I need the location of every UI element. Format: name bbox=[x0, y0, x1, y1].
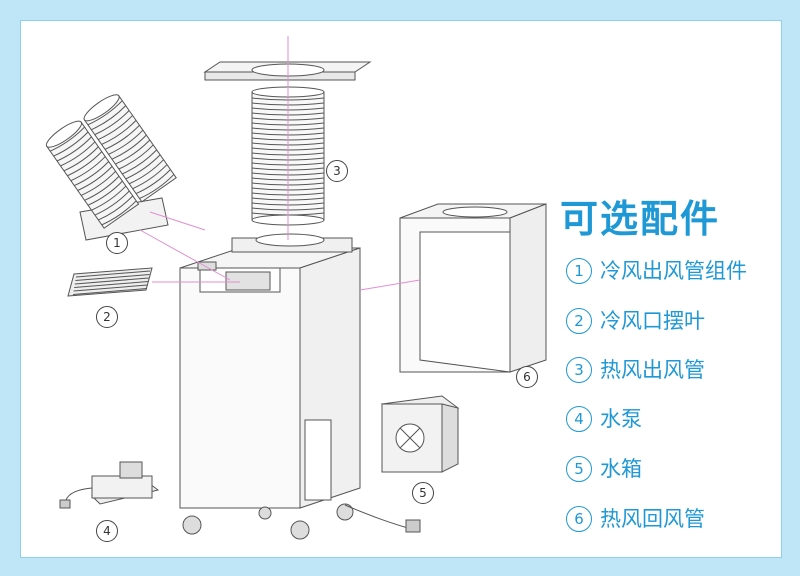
hose-rib bbox=[132, 164, 168, 190]
accessory-item-5: 5 水箱 bbox=[566, 453, 642, 483]
accessory-item-3: 3 热风出风管 bbox=[566, 354, 705, 384]
callout-6: 6 bbox=[516, 366, 538, 388]
item-number: 2 bbox=[566, 308, 592, 334]
leader-lines bbox=[139, 36, 421, 291]
hose-rib bbox=[122, 149, 158, 175]
callout-3: 3 bbox=[326, 160, 348, 182]
item-label: 热风回风管 bbox=[600, 507, 705, 531]
hose-rib bbox=[118, 144, 154, 170]
hose-rib bbox=[63, 146, 99, 172]
louver-slat bbox=[74, 281, 149, 288]
item-label: 冷风口摆叶 bbox=[600, 309, 705, 333]
accessory-item-1: 1 冷风出风管组件 bbox=[566, 255, 747, 285]
hose-rib bbox=[60, 141, 96, 167]
hose-rib bbox=[115, 139, 151, 165]
callout-1: 1 bbox=[106, 232, 128, 254]
accessory-item-4: 4 水泵 bbox=[566, 403, 642, 433]
return-duct bbox=[399, 203, 547, 373]
hose-rib bbox=[91, 185, 127, 211]
item-number: 4 bbox=[566, 406, 592, 432]
accessory-item-6: 6 热风回风管 bbox=[566, 503, 705, 533]
hose-rib bbox=[104, 124, 140, 150]
water-tank bbox=[380, 395, 460, 473]
hose-rib bbox=[128, 159, 164, 185]
hose-rib bbox=[91, 105, 127, 131]
hose-rib bbox=[67, 151, 103, 177]
hose-rib bbox=[139, 174, 175, 199]
hose-rib bbox=[84, 175, 120, 201]
louver-grille bbox=[67, 267, 153, 297]
hose-rib bbox=[97, 115, 133, 140]
item-label: 水箱 bbox=[600, 457, 642, 481]
louver-slat bbox=[74, 277, 149, 285]
hose-rib bbox=[49, 126, 85, 152]
item-number: 1 bbox=[566, 258, 592, 284]
hose-rib bbox=[135, 169, 171, 195]
main-unit bbox=[179, 233, 421, 540]
callout-5: 5 bbox=[412, 482, 434, 504]
hose-rib bbox=[94, 110, 130, 136]
callout-4: 4 bbox=[96, 520, 118, 542]
item-label: 热风出风管 bbox=[600, 358, 705, 382]
item-number: 3 bbox=[566, 357, 592, 383]
hose-rib bbox=[74, 161, 110, 187]
hose-rib bbox=[53, 131, 89, 157]
item-number: 6 bbox=[566, 506, 592, 532]
hose-rib bbox=[111, 134, 147, 160]
hose-rib bbox=[108, 129, 144, 155]
louver-slat bbox=[73, 284, 148, 292]
louver-slat bbox=[75, 270, 151, 278]
hose-rib bbox=[87, 100, 123, 126]
hose-rib bbox=[87, 180, 123, 206]
louver-slat bbox=[75, 274, 150, 281]
hose-rib bbox=[101, 200, 137, 226]
accessory-item-2: 2 冷风口摆叶 bbox=[566, 305, 705, 335]
hose-rib bbox=[80, 170, 116, 196]
hose-rib bbox=[125, 154, 161, 180]
hose-rib bbox=[101, 120, 137, 145]
hose-rib bbox=[70, 156, 106, 182]
hose-rib bbox=[94, 190, 130, 216]
item-number: 5 bbox=[566, 456, 592, 482]
hose-rib bbox=[77, 166, 113, 191]
water-pump bbox=[59, 461, 160, 509]
callout-2: 2 bbox=[96, 306, 118, 328]
hose-rib bbox=[56, 136, 92, 162]
louver-slat bbox=[72, 288, 148, 295]
hose-rib bbox=[98, 195, 134, 221]
item-label: 水泵 bbox=[600, 407, 642, 431]
section-title: 可选配件 bbox=[560, 197, 721, 241]
item-label: 冷风出风管组件 bbox=[600, 259, 747, 283]
cold-hose-assembly bbox=[45, 94, 177, 241]
